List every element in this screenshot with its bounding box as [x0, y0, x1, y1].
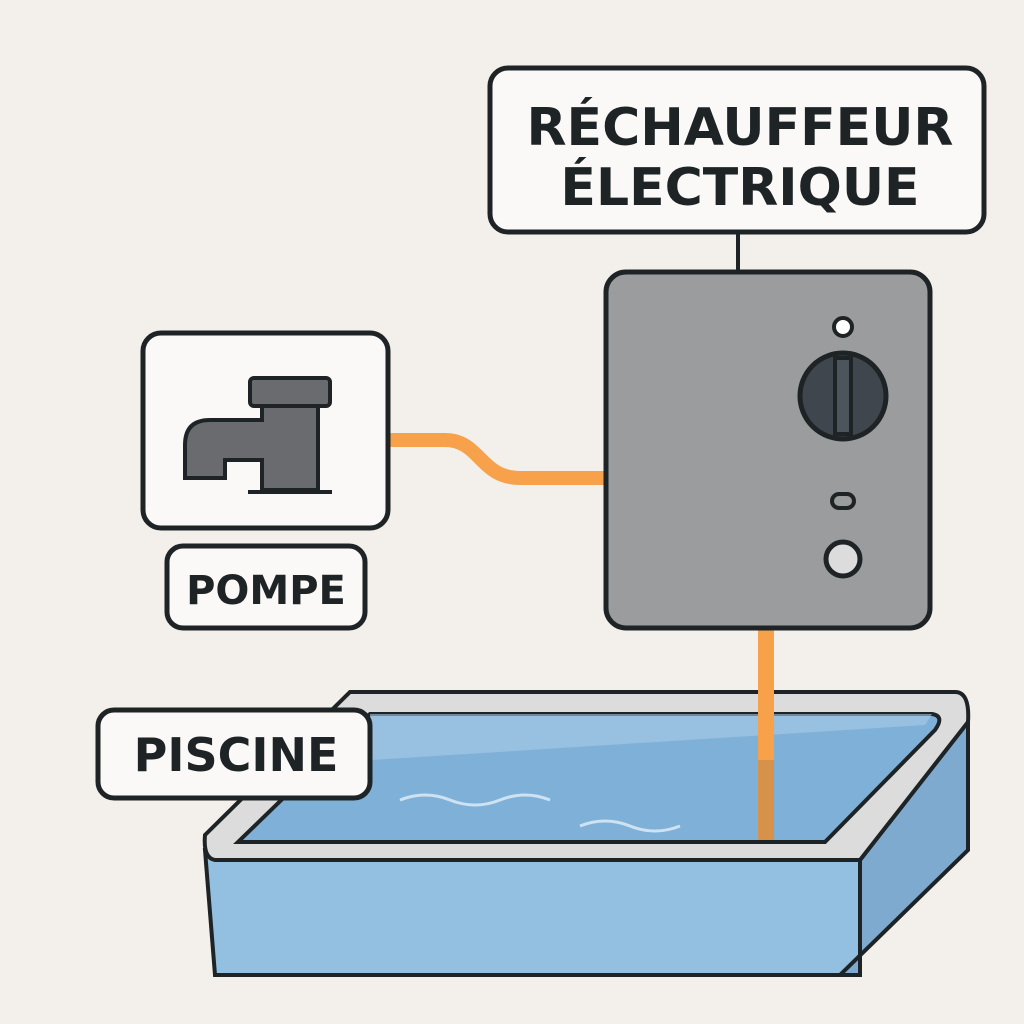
heater-body — [603, 269, 933, 631]
pump-label-text: POMPE — [186, 568, 346, 614]
heater-label-line2: ÉLECTRIQUE — [560, 157, 919, 218]
pump-box — [140, 330, 391, 531]
wave — [399, 793, 551, 807]
pool-label-box — [95, 707, 373, 801]
heater-label-line1: RÉCHAUFFEUR — [527, 97, 954, 158]
power-button[interactable] — [823, 539, 863, 579]
pipe-pump-to-heater — [325, 433, 608, 485]
pool-label-text: PISCINE — [134, 728, 339, 782]
faucet-icon — [183, 376, 332, 494]
wave — [579, 819, 681, 833]
status-led-icon — [830, 492, 856, 510]
thermostat-knob-icon[interactable] — [797, 350, 889, 442]
indicator-light-icon — [832, 316, 854, 338]
heater-label-box — [487, 65, 987, 235]
pool-front-wall — [202, 847, 862, 977]
heater-label: RÉCHAUFFEUR ÉLECTRIQUE — [487, 65, 987, 235]
pump-label: POMPE — [164, 543, 368, 631]
pool-label: PISCINE — [95, 707, 373, 801]
pump-label-box — [164, 543, 368, 631]
pipe-submerged-section — [758, 760, 774, 840]
pool-water-highlight — [370, 714, 932, 760]
electric-heater — [603, 269, 933, 631]
